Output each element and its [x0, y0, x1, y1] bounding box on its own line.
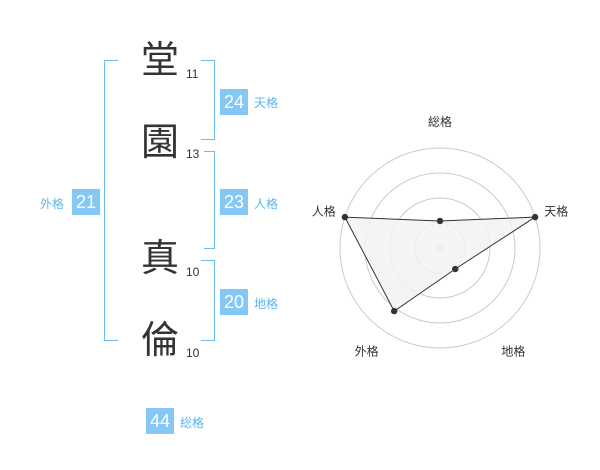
gaikaku-label: 外格	[40, 197, 65, 211]
gaikaku-bracket	[104, 60, 118, 341]
radar-axis-label-1: 総格	[428, 114, 452, 129]
tenkaku-label: 天格	[254, 96, 279, 110]
radar-point-4	[390, 307, 398, 315]
radar-point-3	[452, 265, 459, 273]
radar-points	[341, 213, 539, 315]
radar-point-1	[436, 217, 444, 225]
chikaku-label: 地格	[254, 297, 279, 311]
radar-axis-label-4: 外格	[355, 343, 379, 358]
radar-axis-label-5: 人格	[312, 204, 336, 219]
radar-ring	[339, 147, 541, 349]
radar-point-2	[531, 213, 539, 221]
soukaku-label: 総格	[180, 416, 205, 430]
gaikaku-value: 21	[72, 189, 100, 215]
stroke-count-4: 10	[186, 346, 200, 360]
jinkaku-value: 23	[220, 189, 248, 215]
radar-axis-label-2: 天格	[544, 204, 568, 219]
name-char-2: 園	[140, 120, 179, 164]
stroke-count-1: 11	[186, 67, 199, 81]
tenkaku-value: 24	[220, 89, 248, 115]
name-char-4: 倫	[140, 318, 179, 362]
stroke-count-3: 10	[186, 265, 200, 279]
jinkaku-bracket	[204, 151, 215, 249]
radar-area	[344, 216, 537, 312]
chikaku-bracket	[201, 260, 215, 341]
radar-axis-label-3: 地格	[501, 343, 525, 358]
radar-point-5	[341, 213, 349, 221]
stroke-count-2: 13	[186, 147, 200, 161]
name-char-3: 真	[140, 236, 179, 280]
chikaku-value: 20	[220, 289, 248, 315]
name-char-1: 堂	[140, 38, 179, 82]
tenkaku-bracket	[201, 60, 215, 140]
soukaku-value: 44	[146, 408, 174, 434]
jinkaku-label: 人格	[254, 197, 279, 211]
